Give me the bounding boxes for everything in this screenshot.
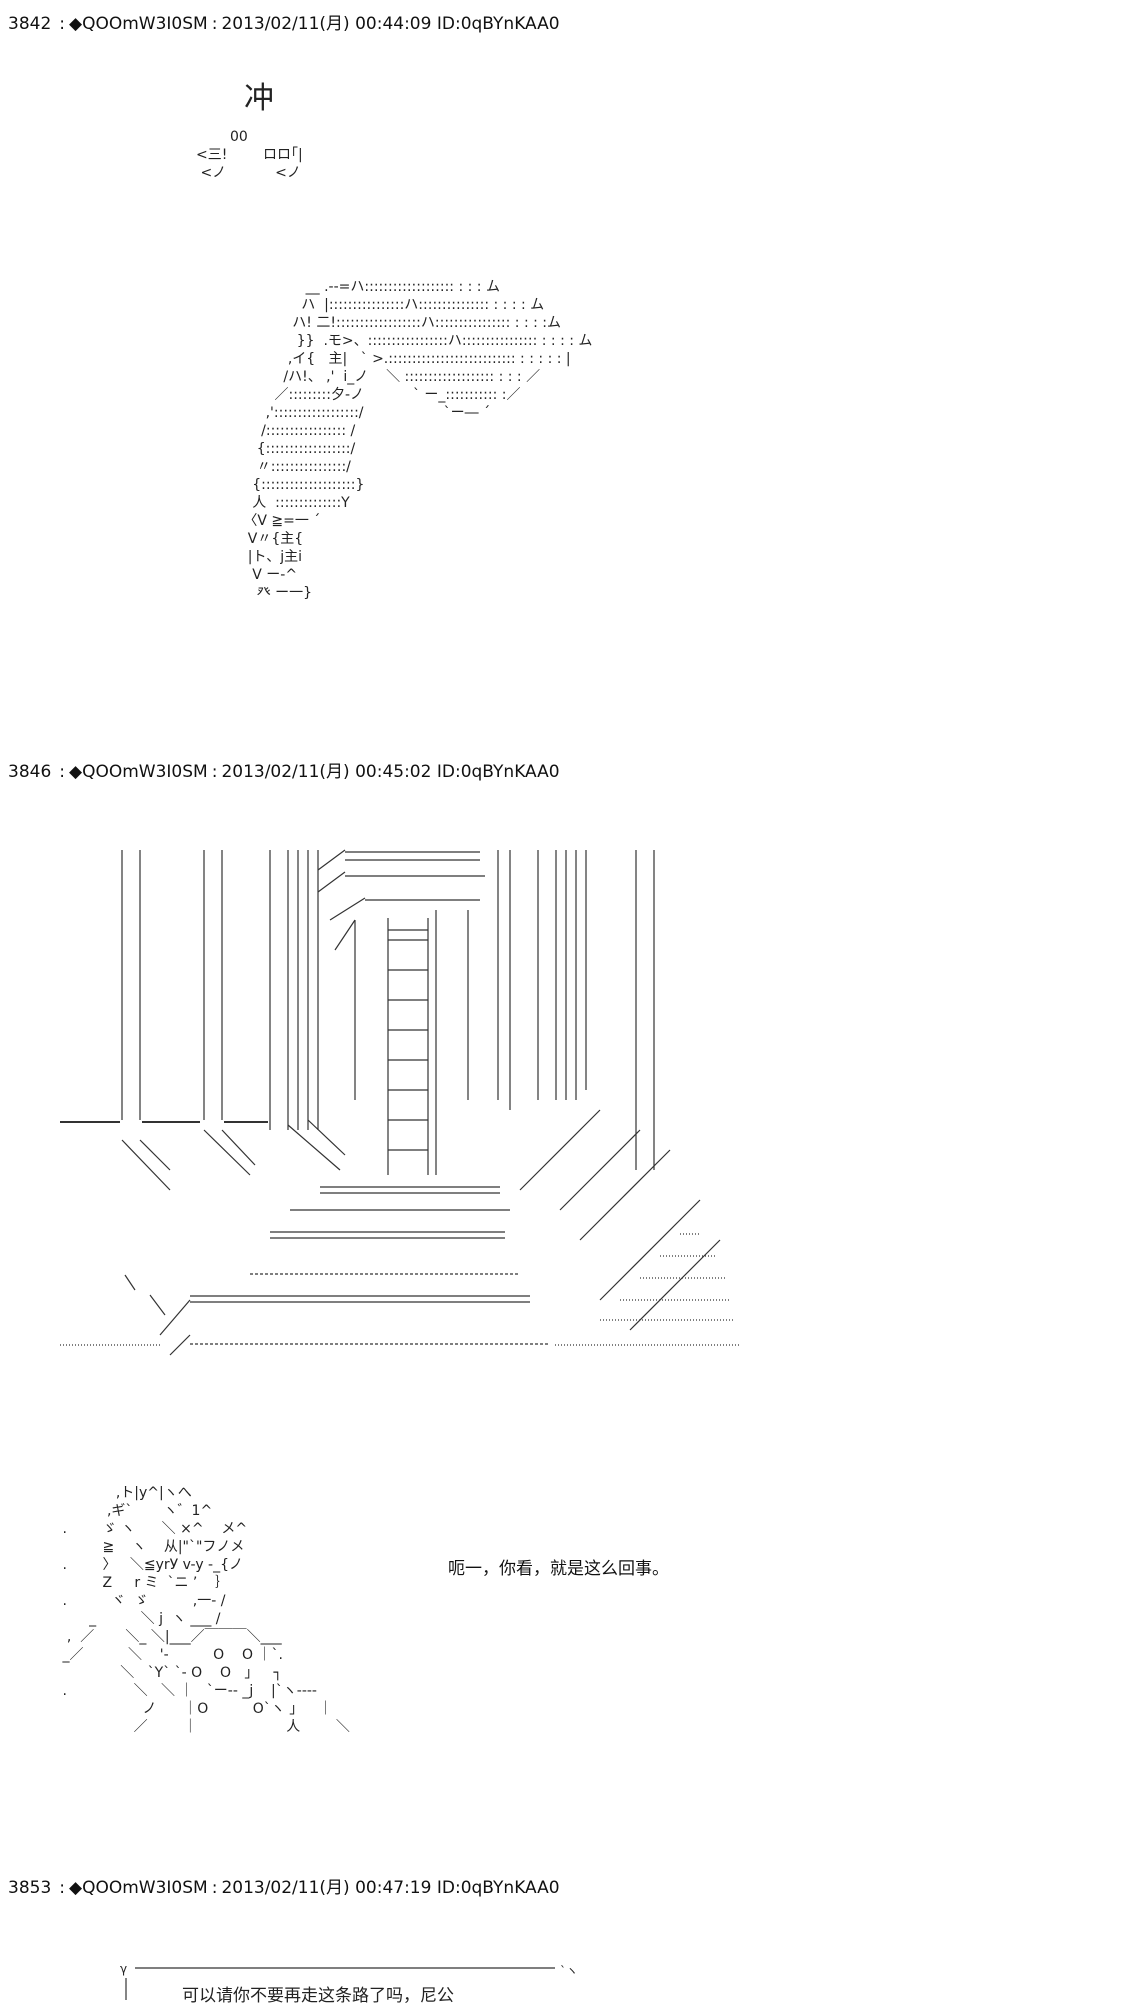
dialog-text-2: 可以请你不要再走这条路了吗，尼公 bbox=[182, 1986, 454, 2006]
post-header-3842: 3842:◆QOOmW3I0SM:2013/02/11(月) 00:44:09 … bbox=[8, 14, 560, 34]
post-id: ID:0qBYnKAA0 bbox=[436, 762, 560, 782]
post-date: 2013/02/11(月) 00:45:02 bbox=[221, 762, 432, 782]
post-date: 2013/02/11(月) 00:44:09 bbox=[221, 14, 432, 34]
post-id: ID:0qBYnKAA0 bbox=[436, 1878, 560, 1898]
post-number: 3842 bbox=[8, 14, 52, 34]
post-date: 2013/02/11(月) 00:47:19 bbox=[221, 1878, 432, 1898]
ascii-art-character: ,ト|y^|ヽへ ,ギ` ヽ゛1^ . ゞ ヽ ＼ ×^ メ^ ≧ ヽ 从|"`… bbox=[62, 1485, 350, 1735]
ascii-art-arm: __ .--=ハ::::::::::::::::::: : : : ム ハ |:… bbox=[243, 279, 593, 601]
bubble-corner: γ bbox=[120, 1962, 128, 1976]
post-id: ID:0qBYnKAA0 bbox=[436, 14, 560, 34]
post-header-3846: 3846:◆QOOmW3I0SM:2013/02/11(月) 00:45:02 … bbox=[8, 762, 560, 782]
ascii-art-eyes: <三! ロロ｢| <ノ <ノ bbox=[196, 147, 303, 181]
separator: : bbox=[59, 762, 65, 782]
sfx-chong: 冲 bbox=[244, 81, 274, 116]
separator: : bbox=[211, 1878, 218, 1898]
poster-trip: ◆QOOmW3I0SM bbox=[69, 1878, 208, 1898]
separator: : bbox=[59, 14, 65, 34]
poster-trip: ◆QOOmW3I0SM bbox=[69, 14, 208, 34]
dialog-text: 呃一，你看，就是这么回事。 bbox=[448, 1559, 669, 1579]
post-number: 3846 bbox=[8, 762, 52, 782]
separator: : bbox=[59, 1878, 65, 1898]
post-number: 3853 bbox=[8, 1878, 52, 1898]
bubble-corner-right: `ヽ bbox=[560, 1964, 579, 1978]
sfx-oo: 00 bbox=[230, 129, 248, 145]
separator: : bbox=[211, 14, 218, 34]
poster-trip: ◆QOOmW3I0SM bbox=[69, 762, 208, 782]
separator: : bbox=[211, 762, 218, 782]
post-header-3853: 3853:◆QOOmW3I0SM:2013/02/11(月) 00:47:19 … bbox=[8, 1878, 560, 1898]
